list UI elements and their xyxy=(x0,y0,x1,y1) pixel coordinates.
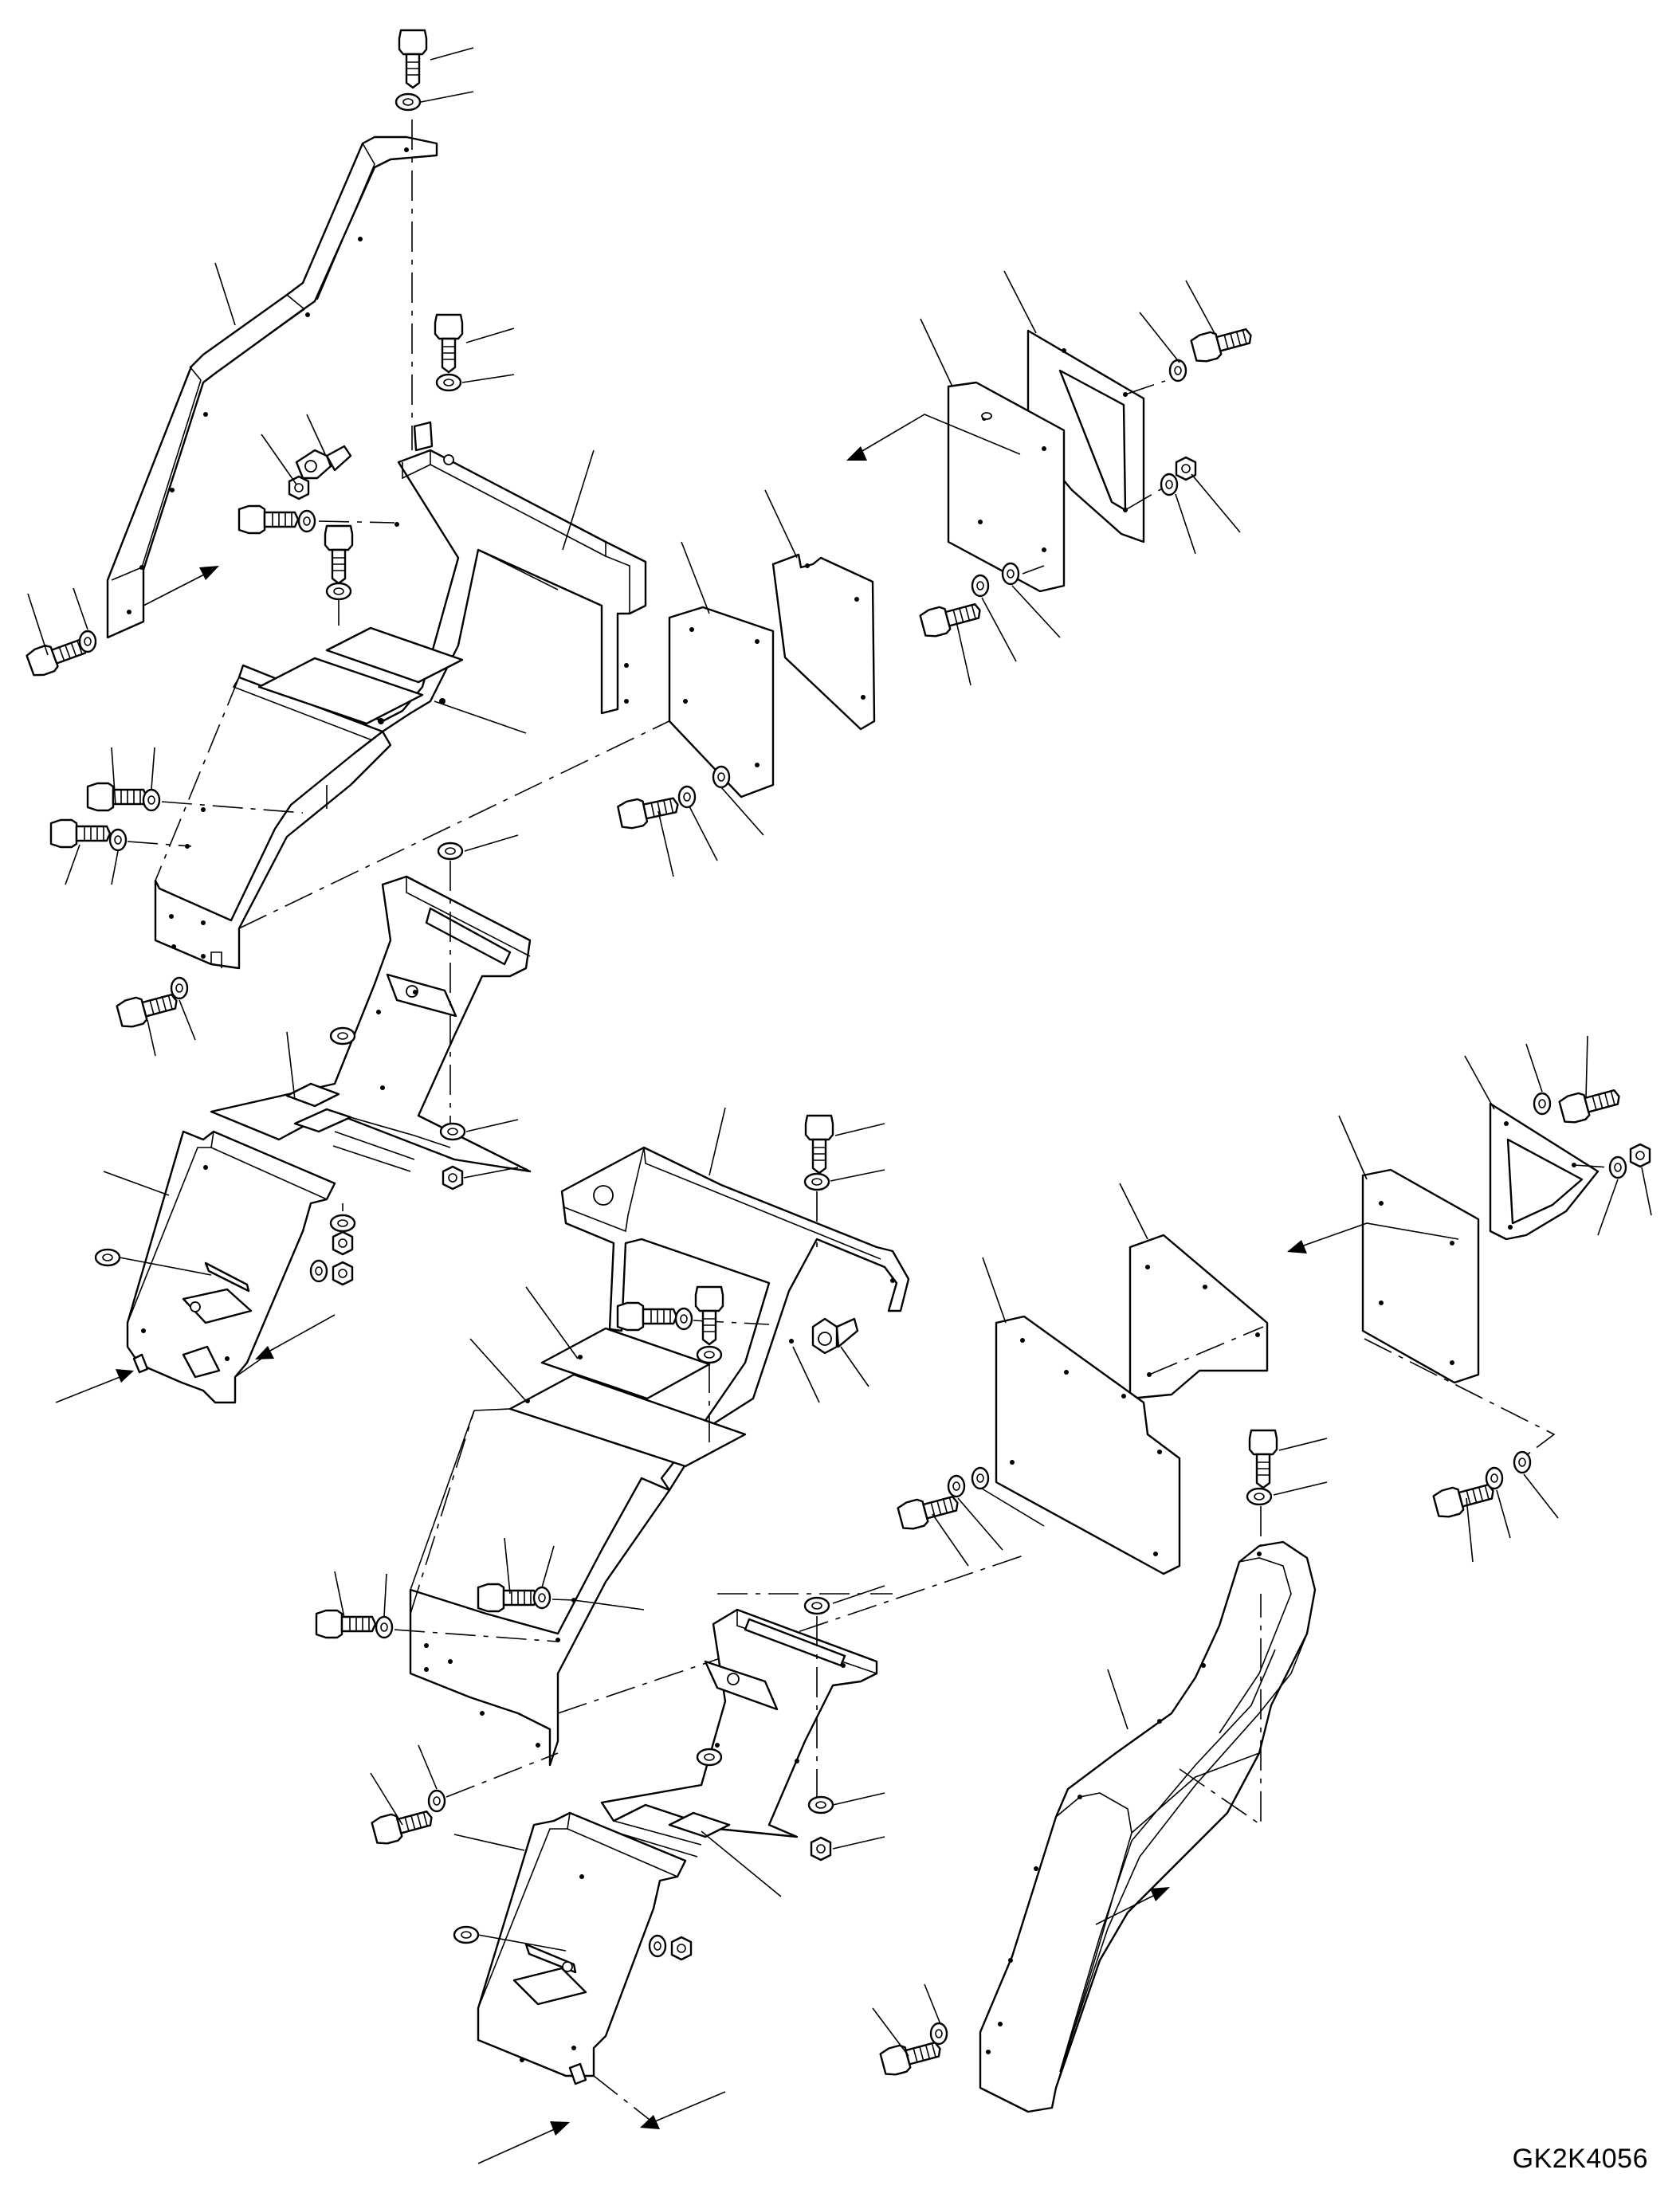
right-lower-plates xyxy=(1287,1035,1652,1563)
lower-middle-assembly xyxy=(315,1107,1029,2164)
lower-right-cover xyxy=(872,1429,1328,2113)
upper-left-assembly xyxy=(24,29,678,1404)
drawing-code: GK2K4056 xyxy=(1512,2144,1648,2174)
lower-middle-plates xyxy=(896,1183,1269,1575)
upper-middle-plates xyxy=(616,489,876,877)
upper-right-plates xyxy=(846,270,1256,686)
